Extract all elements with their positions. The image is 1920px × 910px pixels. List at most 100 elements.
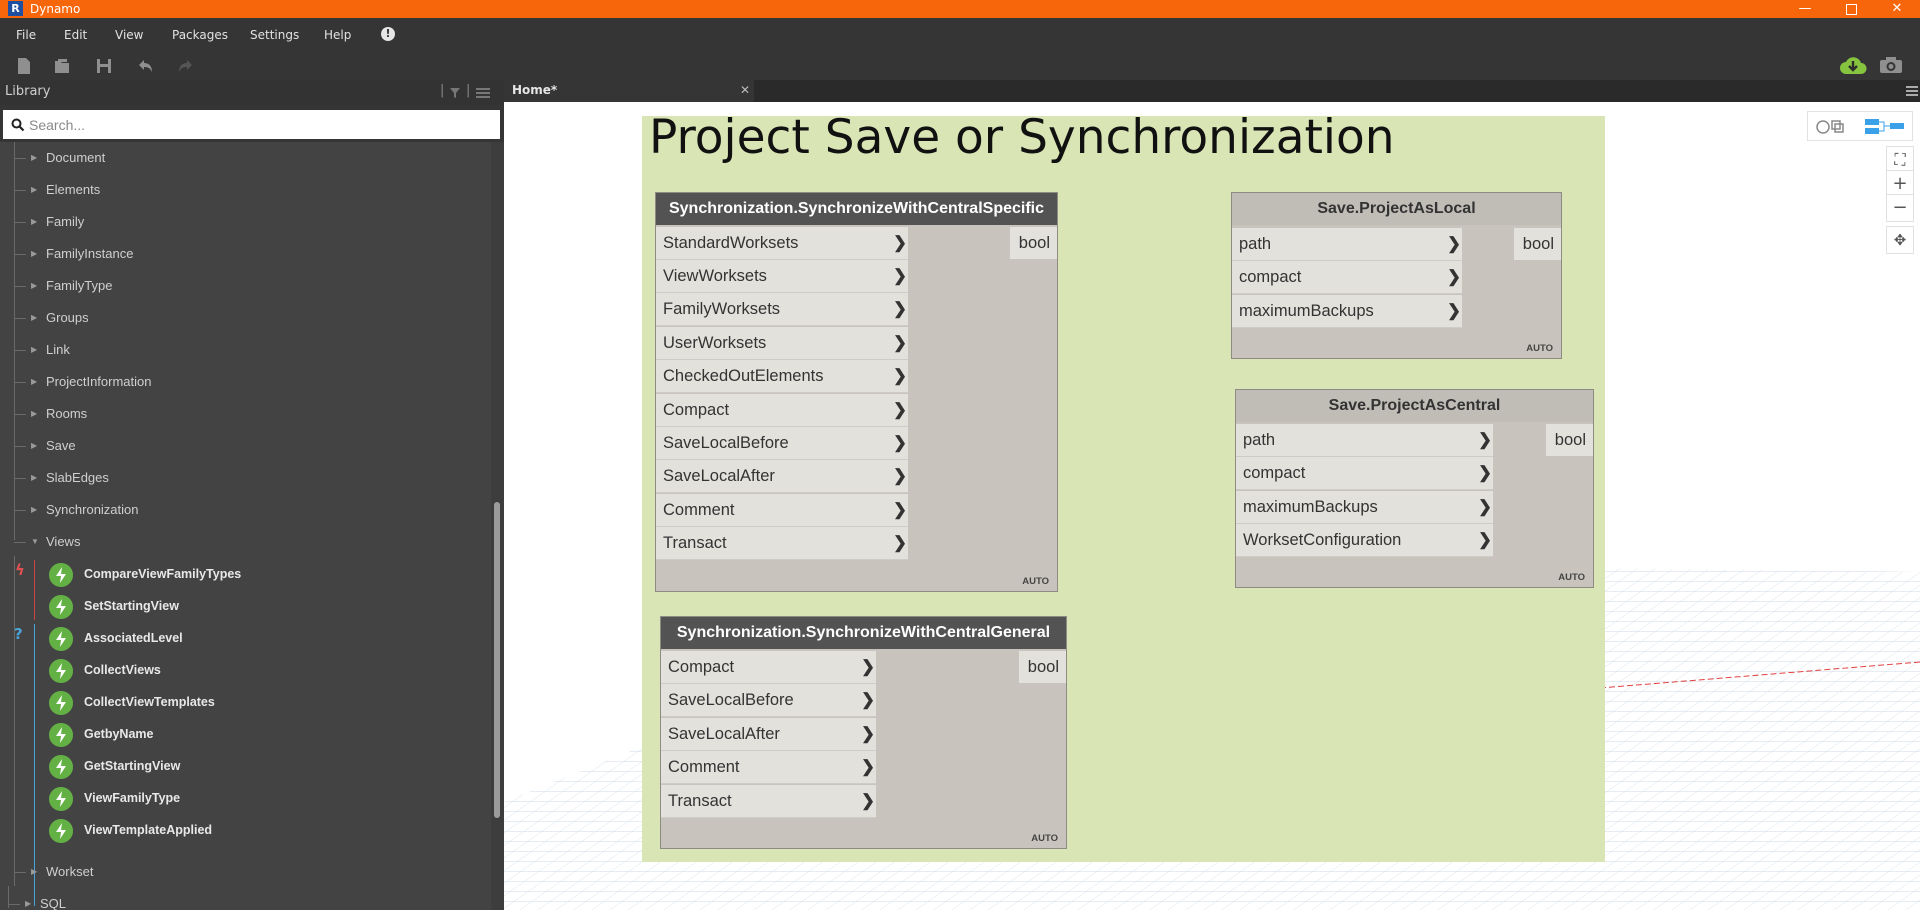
- port-arrow-icon: ❯: [1447, 235, 1461, 253]
- port-arrow-icon: ❯: [861, 792, 875, 810]
- tree-item-views[interactable]: ▼Views: [0, 526, 495, 558]
- input-port-comment[interactable]: Comment❯: [661, 751, 876, 784]
- input-port-checkedoutelements[interactable]: CheckedOutElements❯: [656, 360, 908, 393]
- tab-menu-icon[interactable]: [1906, 86, 1918, 96]
- graph-view-icon[interactable]: [1864, 117, 1906, 135]
- library-scrollbar-thumb[interactable]: [494, 502, 500, 818]
- node-title[interactable]: Synchronization.SynchronizeWithCentralGe…: [661, 617, 1066, 649]
- node-sync-general[interactable]: Synchronization.SynchronizeWithCentralGe…: [660, 616, 1067, 849]
- node-title[interactable]: Save.ProjectAsLocal: [1232, 193, 1561, 225]
- lacing-indicator: AUTO: [1031, 833, 1058, 844]
- tree-item-family[interactable]: ▶Family: [0, 206, 495, 238]
- library-node-setstartingview[interactable]: SetStartingView: [0, 590, 495, 622]
- camera-icon[interactable]: [1878, 55, 1904, 75]
- new-file-icon[interactable]: [14, 56, 34, 76]
- tree-item-projectinformation[interactable]: ▶ProjectInformation: [0, 366, 495, 398]
- input-port-maximumbackups[interactable]: maximumBackups❯: [1236, 491, 1493, 524]
- action-marker-icon: ϟ: [15, 561, 25, 579]
- action-node-icon: [49, 563, 73, 587]
- input-port-compact[interactable]: Compact❯: [661, 651, 876, 684]
- library-node-getstartingview[interactable]: GetStartingView: [0, 750, 495, 782]
- input-port-compact[interactable]: compact❯: [1232, 261, 1462, 294]
- output-port-bool[interactable]: bool: [1019, 651, 1066, 683]
- query-node-icon: [49, 659, 73, 683]
- pan-button[interactable]: ✥: [1886, 226, 1914, 254]
- node-sync-specific[interactable]: Synchronization.SynchronizeWithCentralSp…: [655, 192, 1058, 592]
- output-port-bool[interactable]: bool: [1546, 424, 1593, 456]
- tree-item-elements[interactable]: ▶Elements: [0, 174, 495, 206]
- menu-settings[interactable]: Settings: [250, 28, 300, 42]
- library-node-collectviewtemplates[interactable]: CollectViewTemplates: [0, 686, 495, 718]
- list-view-icon[interactable]: [476, 87, 490, 99]
- output-port-bool[interactable]: bool: [1514, 228, 1561, 260]
- port-arrow-icon: ❯: [893, 367, 907, 385]
- notification-icon[interactable]: !: [381, 27, 395, 41]
- cloud-download-icon[interactable]: [1838, 54, 1868, 76]
- library-divider-2: |: [466, 83, 471, 98]
- input-port-savelocalbefore[interactable]: SaveLocalBefore❯: [661, 684, 876, 717]
- tree-item-save[interactable]: ▶Save: [0, 430, 495, 462]
- library-tree: ▶Document ▶Elements ▶Family ▶FamilyInsta…: [0, 142, 495, 910]
- input-port-savelocalbefore[interactable]: SaveLocalBefore❯: [656, 427, 908, 460]
- open-file-icon[interactable]: [52, 56, 72, 76]
- library-node-viewfamilytype[interactable]: ViewFamilyType: [0, 782, 495, 814]
- node-save-project-as-central[interactable]: Save.ProjectAsCentral path❯ compact❯ max…: [1235, 389, 1594, 588]
- input-port-maximumbackups[interactable]: maximumBackups❯: [1232, 295, 1462, 328]
- tree-item-rooms[interactable]: ▶Rooms: [0, 398, 495, 430]
- output-port-bool[interactable]: bool: [1010, 227, 1057, 259]
- close-window-button[interactable]: ✕: [1891, 1, 1903, 16]
- node-title[interactable]: Save.ProjectAsCentral: [1236, 390, 1593, 422]
- lacing-indicator: AUTO: [1526, 343, 1553, 354]
- geometry-view-icon[interactable]: [1814, 117, 1852, 135]
- node-title[interactable]: Synchronization.SynchronizeWithCentralSp…: [656, 193, 1057, 225]
- redo-icon: [179, 60, 192, 72]
- tree-item-familyinstance[interactable]: ▶FamilyInstance: [0, 238, 495, 270]
- input-port-viewworksets[interactable]: ViewWorksets❯: [656, 260, 908, 293]
- tree-item-slabedges[interactable]: ▶SlabEdges: [0, 462, 495, 494]
- menu-help[interactable]: Help: [324, 28, 352, 42]
- maximize-button[interactable]: [1828, 0, 1874, 18]
- input-port-compact[interactable]: Compact❯: [656, 394, 908, 427]
- tree-item-workset[interactable]: ▶Workset: [0, 856, 495, 888]
- input-port-transact[interactable]: Transact❯: [656, 527, 908, 560]
- library-node-collectviews[interactable]: CollectViews: [0, 654, 495, 686]
- menu-view[interactable]: View: [115, 28, 144, 42]
- menu-packages[interactable]: Packages: [172, 28, 228, 42]
- library-node-getbyname[interactable]: GetbyName: [0, 718, 495, 750]
- library-node-viewtemplateapplied[interactable]: ViewTemplateApplied: [0, 814, 495, 846]
- input-port-userworksets[interactable]: UserWorksets❯: [656, 327, 908, 360]
- library-title: Library: [5, 84, 51, 99]
- minimize-button[interactable]: —: [1798, 1, 1812, 16]
- search-icon: [11, 118, 25, 132]
- query-node-icon: [49, 627, 73, 651]
- input-port-comment[interactable]: Comment❯: [656, 494, 908, 527]
- node-save-project-as-local[interactable]: Save.ProjectAsLocal path❯ compact❯ maxim…: [1231, 192, 1562, 359]
- menu-edit[interactable]: Edit: [64, 28, 88, 42]
- tree-item-groups[interactable]: ▶Groups: [0, 302, 495, 334]
- input-port-savelocalafter[interactable]: SaveLocalAfter❯: [656, 460, 908, 493]
- tree-item-document[interactable]: ▶Document: [0, 142, 495, 174]
- tree-item-familytype[interactable]: ▶FamilyType: [0, 270, 495, 302]
- menu-file[interactable]: File: [16, 28, 37, 42]
- input-port-worksetconfiguration[interactable]: WorksetConfiguration❯: [1236, 524, 1493, 557]
- zoom-out-button[interactable]: −: [1886, 194, 1914, 222]
- input-port-path[interactable]: path❯: [1236, 424, 1493, 457]
- tree-item-synchronization[interactable]: ▶Synchronization: [0, 494, 495, 526]
- tree-item-link[interactable]: ▶Link: [0, 334, 495, 366]
- filter-icon[interactable]: [449, 87, 461, 99]
- tree-item-sql[interactable]: ▶SQL: [0, 888, 495, 910]
- close-tab-icon[interactable]: ✕: [740, 83, 751, 97]
- save-icon[interactable]: [94, 56, 114, 76]
- undo-icon[interactable]: [135, 56, 155, 76]
- input-port-standardworksets[interactable]: StandardWorksets❯: [656, 227, 908, 260]
- input-port-savelocalafter[interactable]: SaveLocalAfter❯: [661, 718, 876, 751]
- input-port-familyworksets[interactable]: FamilyWorksets❯: [656, 293, 908, 326]
- tab-home[interactable]: Home* ✕: [504, 80, 754, 102]
- input-port-compact[interactable]: compact❯: [1236, 457, 1493, 490]
- input-port-transact[interactable]: Transact❯: [661, 785, 876, 818]
- library-node-compareviewfamilytypes[interactable]: CompareViewFamilyTypes: [0, 558, 495, 590]
- library-node-associatedlevel[interactable]: AssociatedLevel: [0, 622, 495, 654]
- search-input[interactable]: [29, 110, 489, 139]
- input-port-path[interactable]: path❯: [1232, 228, 1462, 261]
- group-title[interactable]: Project Save or Synchronization: [649, 110, 1395, 165]
